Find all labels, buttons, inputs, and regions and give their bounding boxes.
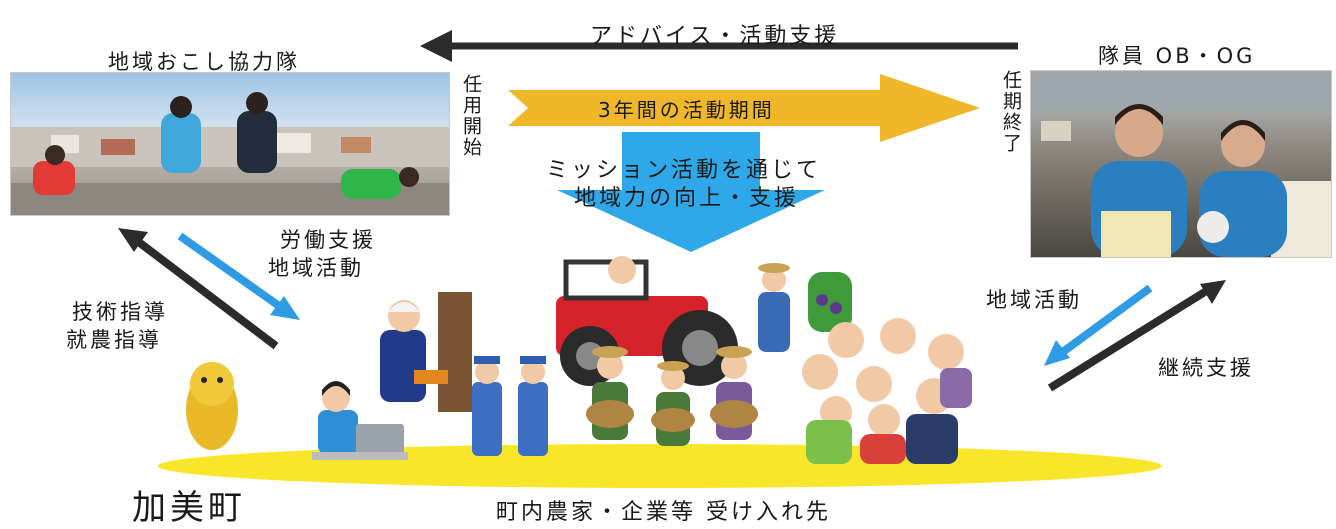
town-name: 加美町 [132,488,246,528]
alumni-scene [1031,71,1331,257]
office-worker [312,381,408,460]
alumni-title: 隊員 OB・OG [1098,44,1256,68]
forester [380,292,472,412]
local-activity-arrow [1044,284,1153,366]
labor-line2: 地域活動 [268,256,364,280]
chiiki-okoshi-title: 地域おこし協力隊 [108,50,300,74]
continued-support-arrow [1047,280,1226,392]
chiiki-okoshi-photo [10,72,450,216]
labor-line1: 労働支援 [280,228,376,252]
continued-support-label: 継続支援 [1158,356,1254,380]
factory-workers [472,356,548,456]
grape-vine [808,272,852,332]
photo-scene [11,92,449,215]
alumni-photo [1030,70,1332,258]
farmers [586,263,790,446]
tech-line1: 技術指導 [72,300,168,324]
mission-arrow [557,132,825,252]
end-label: 任期終了 [1000,70,1022,154]
labor-support-arrow [177,232,300,320]
local-activity-label: 地域活動 [986,288,1082,312]
tech-line2: 就農指導 [66,328,162,352]
tractor [556,256,738,386]
mission-line2: 地域力の向上・支援 [574,186,800,211]
top-arrow-label: アドバイス・活動支援 [590,24,840,49]
start-label: 任用開始 [460,74,482,158]
advice-arrow [420,30,1018,62]
period-arrow [508,74,980,142]
crowd [802,318,972,464]
tech-guidance-arrow [118,228,279,350]
mission-line1: ミッション活動を通じて [546,158,822,183]
mascot-figure [186,362,238,450]
hosts-label: 町内農家・企業等 受け入れ先 [496,500,831,525]
period-label: 3年間の活動期間 [598,98,775,122]
